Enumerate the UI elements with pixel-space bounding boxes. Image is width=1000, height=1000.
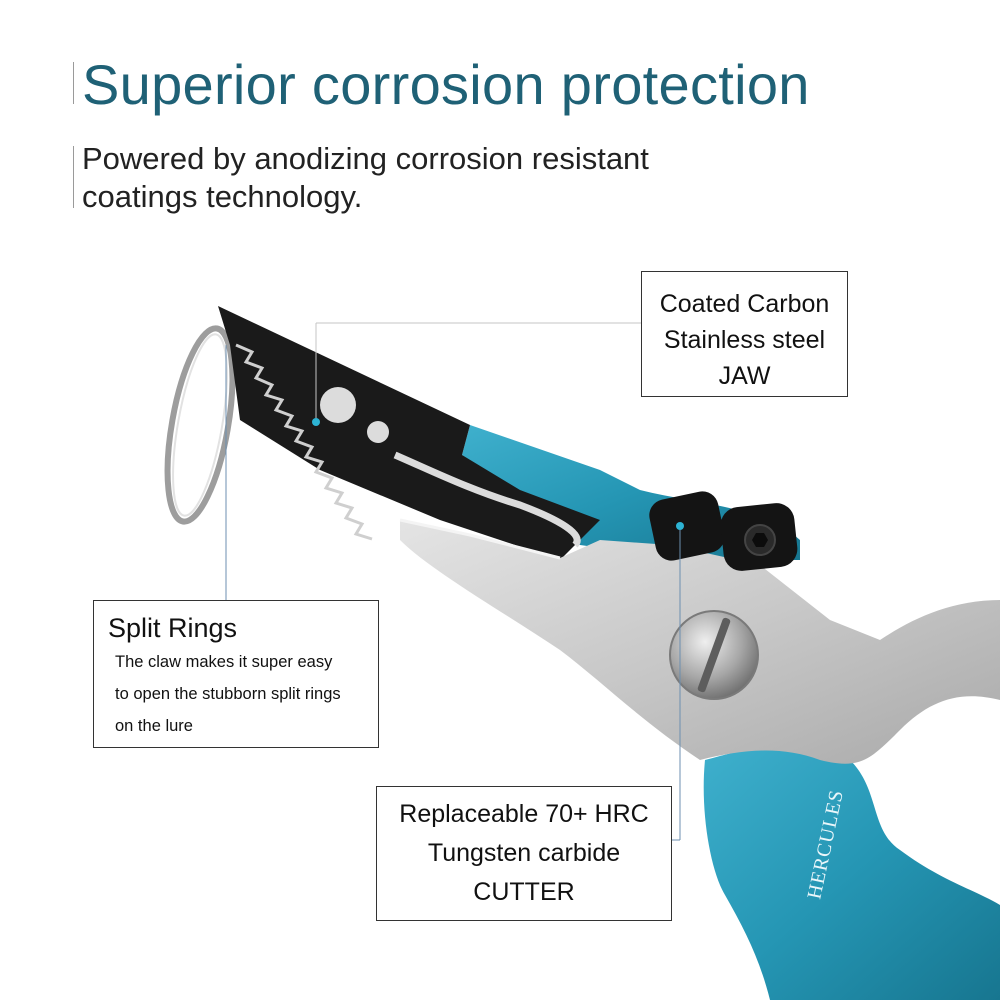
callout-jaw-line-2: Stainless steel bbox=[663, 326, 826, 354]
split-ring-highlight bbox=[172, 333, 228, 517]
callout-jaw-line-1: Coated Carbon bbox=[659, 290, 830, 318]
cutter-screw-hex bbox=[752, 533, 768, 547]
subtitle-accent-bar bbox=[73, 146, 74, 208]
callout-split-rings-line-2: to open the stubborn split rings bbox=[115, 685, 341, 703]
callout-split-rings-line-3: on the lure bbox=[115, 717, 193, 735]
callout-jaw-line-3: JAW bbox=[718, 362, 771, 390]
jaw-groove bbox=[393, 451, 581, 548]
callout-cutter-line-2: Tungsten carbide bbox=[427, 839, 621, 867]
callout-split-rings-title: Split Rings bbox=[108, 613, 238, 643]
marker-cutter bbox=[676, 522, 684, 530]
callout-jaw: Coated Carbon Stainless steel JAW bbox=[641, 271, 848, 397]
headline-accent-bar bbox=[73, 62, 74, 104]
headline: Superior corrosion protection bbox=[82, 53, 810, 116]
jaw-hole-large bbox=[320, 387, 356, 423]
callout-cutter: Replaceable 70+ HRC Tungsten carbide CUT… bbox=[376, 786, 672, 921]
callout-split-rings-line-1: The claw makes it super easy bbox=[115, 653, 333, 671]
subtitle: Powered by anodizing corrosion resistant… bbox=[82, 141, 649, 214]
pivot-bolt-slot bbox=[697, 617, 731, 693]
marker-jaw bbox=[312, 418, 320, 426]
cutter-block-left bbox=[649, 491, 725, 561]
body-bevel bbox=[399, 518, 561, 560]
jaw-teeth bbox=[235, 343, 373, 541]
callout-cutter-line-1: Replaceable 70+ HRC bbox=[399, 800, 649, 828]
jaw-hole-small bbox=[367, 421, 389, 443]
callout-split-rings: Split Rings The claw makes it super easy… bbox=[93, 600, 379, 748]
handle-blue bbox=[703, 742, 1000, 1000]
split-ring bbox=[164, 325, 236, 525]
callout-cutter-line-3: CUTTER bbox=[473, 878, 575, 906]
